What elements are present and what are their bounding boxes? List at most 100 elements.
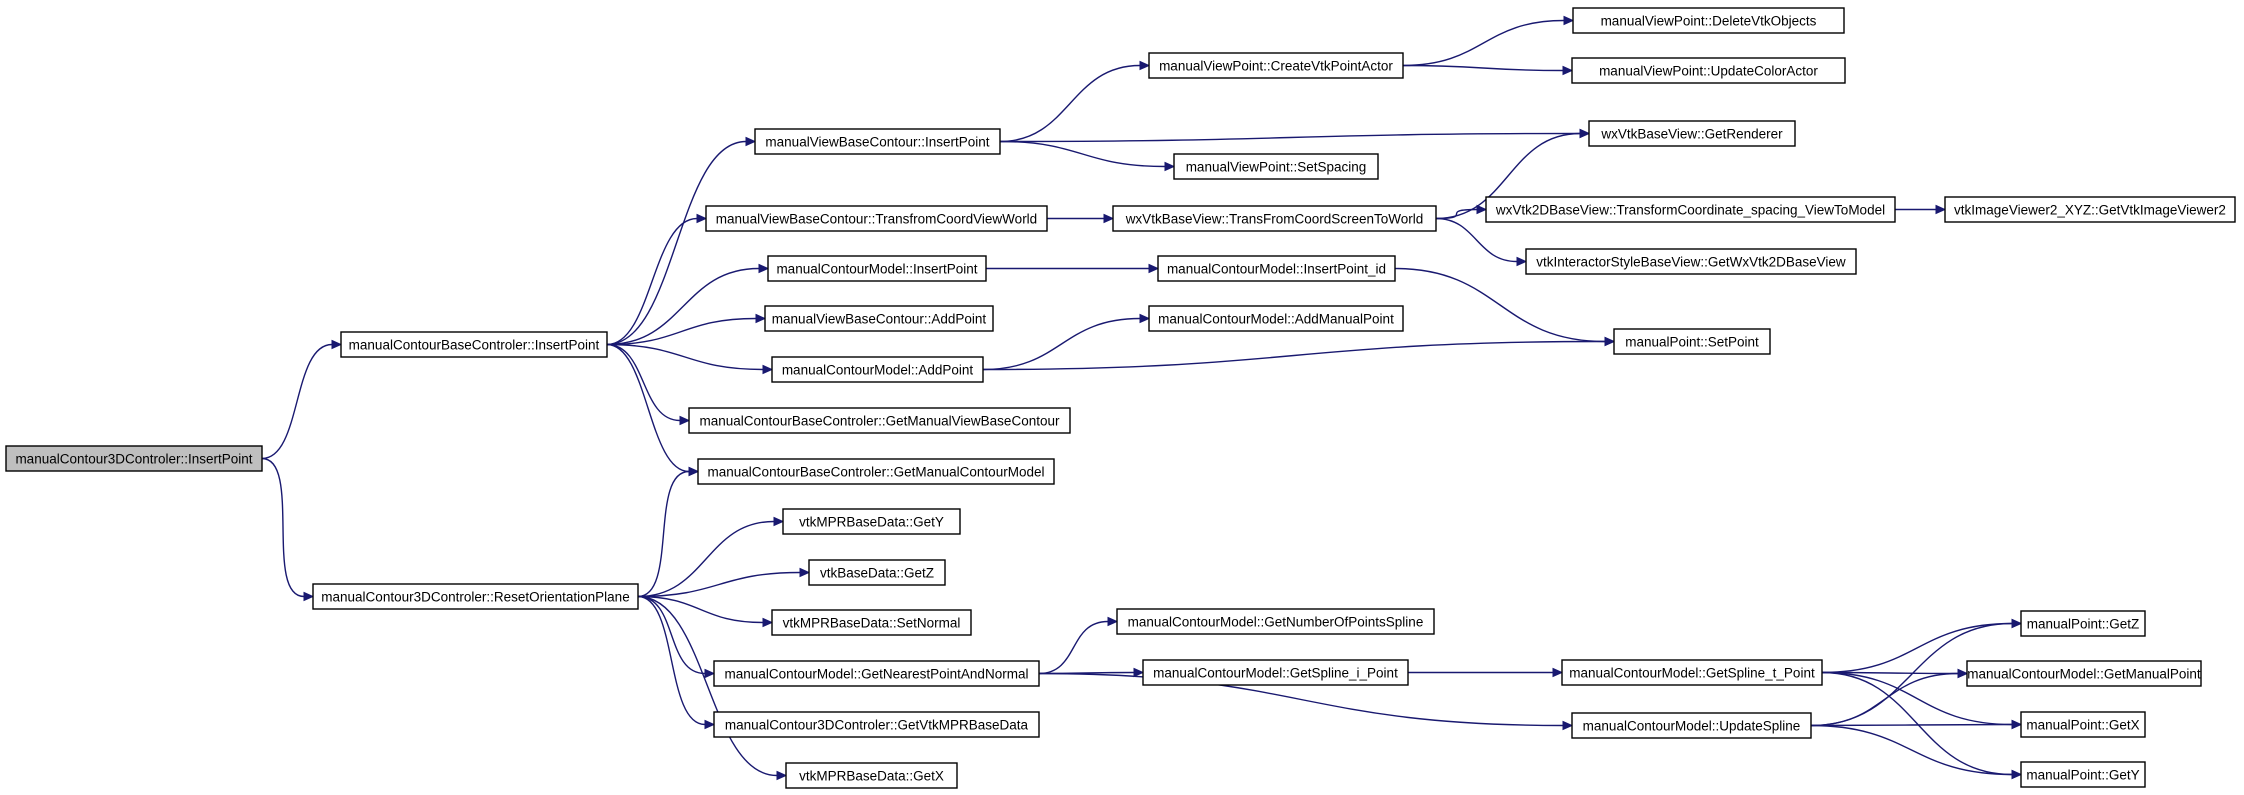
node-cbc-insert[interactable]: manualContourBaseControler::InsertPoint (340, 331, 608, 358)
edge-mcm-updatespline-to-mp-gety (1810, 724, 2023, 780)
node-mcm-nearest[interactable]: manualContourModel::GetNearestPointAndNo… (713, 660, 1040, 687)
edges-layer (261, 15, 2023, 781)
node-box (713, 660, 1040, 687)
node-mvp-updatecolor[interactable]: manualViewPoint::UpdateColorActor (1571, 57, 1846, 84)
node-box (340, 331, 608, 358)
node-mvbc-add[interactable]: manualViewBaseContour::AddPoint (764, 305, 994, 332)
node-label: manualViewPoint::UpdateColorActor (1599, 64, 1818, 79)
node-mvp-delete[interactable]: manualViewPoint::DeleteVtkObjects (1572, 7, 1845, 34)
node-box (2020, 711, 2146, 738)
node-c3d-getmpr[interactable]: manualContour3DControler::GetVtkMPRBaseD… (713, 711, 1040, 738)
node-label: manualContourModel::GetNearestPointAndNo… (725, 667, 1029, 682)
node-cbc-getmodel[interactable]: manualContourBaseControler::GetManualCon… (697, 458, 1055, 485)
edge-root-to-cbc-insert (261, 339, 343, 460)
node-cbc-getview[interactable]: manualContourBaseControler::GetManualVie… (688, 407, 1071, 434)
edge-cbc-insert-to-cbc-getmodel (606, 343, 700, 477)
edge-mcm-nearest-to-mcm-updatespline (1038, 672, 1574, 731)
node-label: manualContourModel::AddManualPoint (1158, 312, 1394, 327)
node-box (705, 205, 1048, 232)
edge-c3d-reset-to-vmpr-setnormal (637, 595, 774, 628)
edge-mvbc-insert-to-mvp-create (999, 60, 1151, 143)
node-label: wxVtkBaseView::GetRenderer (1600, 127, 1783, 142)
edge-mvbc-transform-to-wxv-transfrom (1047, 213, 1115, 224)
node-mvbc-transform[interactable]: manualViewBaseContour::TransfromCoordVie… (705, 205, 1048, 232)
node-mvp-create[interactable]: manualViewPoint::CreateVtkPointActor (1148, 52, 1404, 79)
node-vmpr-gety[interactable]: vtkMPRBaseData::GetY (782, 508, 961, 535)
node-box (1148, 52, 1404, 79)
node-mvbc-insert[interactable]: manualViewBaseContour::InsertPoint (754, 128, 1001, 155)
node-box (1572, 7, 1845, 34)
edge-c3d-reset-to-vmpr-gety (637, 516, 785, 598)
node-label: manualContourModel::GetNumberOfPointsSpl… (1128, 615, 1424, 630)
node-mp-setpoint[interactable]: manualPoint::SetPoint (1613, 328, 1771, 355)
node-vtkiv-get[interactable]: vtkImageViewer2_XYZ::GetVtkImageViewer2 (1944, 196, 2236, 223)
node-box (713, 711, 1040, 738)
node-box (1142, 659, 1409, 686)
node-wx2d-transform[interactable]: wxVtk2DBaseView::TransformCoordinate_spa… (1485, 196, 1896, 223)
edge-root-to-c3d-reset (261, 457, 315, 602)
node-label: manualPoint::GetZ (2027, 617, 2140, 632)
node-label: manualContourBaseControler::GetManualVie… (700, 414, 1060, 429)
node-wxv-transfrom[interactable]: wxVtkBaseView::TransFromCoordScreenToWor… (1112, 205, 1437, 232)
edge-mcm-insert-to-mcm-insertid (986, 263, 1160, 274)
node-wxv-getrenderer[interactable]: wxVtkBaseView::GetRenderer (1588, 120, 1796, 147)
node-box (771, 609, 972, 636)
edge-mvp-create-to-mvp-updatecolor (1402, 64, 1574, 76)
node-mcm-insertid[interactable]: manualContourModel::InsertPoint_id (1157, 255, 1396, 282)
node-mp-gety[interactable]: manualPoint::GetY (2020, 761, 2146, 788)
node-box (764, 305, 994, 332)
node-label: manualViewPoint::SetSpacing (1186, 160, 1367, 175)
node-label: manualContourBaseControler::InsertPoint (349, 338, 600, 353)
edge-mcm-updatespline-to-mp-getx (1810, 719, 2023, 730)
node-box (312, 583, 639, 610)
node-box (1944, 196, 2236, 223)
node-mcm-splinei[interactable]: manualContourModel::GetSpline_i_Point (1142, 659, 1409, 686)
node-root[interactable]: manualContour3DControler::InsertPoint (5, 445, 263, 472)
edge-mcm-add-to-mcm-addmanual (982, 313, 1151, 371)
node-box (808, 559, 946, 586)
edge-cbc-insert-to-cbc-getview (606, 343, 691, 426)
edge-c3d-reset-to-cbc-getmodel (637, 466, 700, 598)
node-label: manualViewBaseContour::AddPoint (772, 312, 987, 327)
node-box (771, 356, 984, 383)
node-mcm-insert[interactable]: manualContourModel::InsertPoint (767, 255, 987, 282)
node-box (782, 508, 961, 535)
node-mvp-setspacing[interactable]: manualViewPoint::SetSpacing (1173, 153, 1379, 180)
node-box (1561, 659, 1823, 686)
node-mcm-numspline[interactable]: manualContourModel::GetNumberOfPointsSpl… (1116, 608, 1435, 635)
node-label: manualViewBaseContour::InsertPoint (765, 135, 989, 150)
node-mcm-getmanual[interactable]: manualContourModel::GetManualPoint (1966, 660, 2202, 687)
edge-mvbc-insert-to-wxv-getrenderer (999, 128, 1591, 143)
node-vbd-getz[interactable]: vtkBaseData::GetZ (808, 559, 946, 586)
node-label: manualViewPoint::CreateVtkPointActor (1159, 59, 1393, 74)
node-mcm-splinet[interactable]: manualContourModel::GetSpline_t_Point (1561, 659, 1823, 686)
node-label: vtkImageViewer2_XYZ::GetVtkImageViewer2 (1954, 203, 2226, 218)
node-mcm-addmanual[interactable]: manualContourModel::AddManualPoint (1148, 305, 1404, 332)
node-label: manualContour3DControler::InsertPoint (15, 452, 252, 467)
node-box (1116, 608, 1435, 635)
edge-c3d-reset-to-vmpr-getx (637, 595, 788, 781)
edge-mcm-add-to-mp-setpoint (982, 336, 1616, 371)
node-box (1485, 196, 1896, 223)
node-mp-getz[interactable]: manualPoint::GetZ (2020, 610, 2146, 637)
node-label: manualPoint::GetX (2026, 718, 2139, 733)
node-mcm-add[interactable]: manualContourModel::AddPoint (771, 356, 984, 383)
node-c3d-reset[interactable]: manualContour3DControler::ResetOrientati… (312, 583, 639, 610)
node-vmpr-setnormal[interactable]: vtkMPRBaseData::SetNormal (771, 609, 972, 636)
node-label: manualContourBaseControler::GetManualCon… (708, 465, 1045, 480)
edge-wx2d-transform-to-vtkiv-get (1895, 204, 1947, 215)
node-label: wxVtkBaseView::TransFromCoordScreenToWor… (1125, 212, 1424, 227)
node-label: manualContour3DControler::ResetOrientati… (321, 590, 629, 605)
node-box (5, 445, 263, 472)
edge-c3d-reset-to-mcm-nearest (637, 595, 716, 679)
node-mcm-updatespline[interactable]: manualContourModel::UpdateSpline (1571, 712, 1812, 739)
node-box (1525, 248, 1857, 275)
node-mp-getx[interactable]: manualPoint::GetX (2020, 711, 2146, 738)
node-label: manualContourModel::GetSpline_t_Point (1569, 666, 1815, 681)
node-label: vtkMPRBaseData::GetY (799, 515, 944, 530)
node-vtkis-get[interactable]: vtkInteractorStyleBaseView::GetWxVtk2DBa… (1525, 248, 1857, 275)
node-vmpr-getx[interactable]: vtkMPRBaseData::GetX (785, 762, 958, 789)
node-box (688, 407, 1071, 434)
node-label: vtkMPRBaseData::GetX (799, 769, 944, 784)
node-box (1571, 57, 1846, 84)
